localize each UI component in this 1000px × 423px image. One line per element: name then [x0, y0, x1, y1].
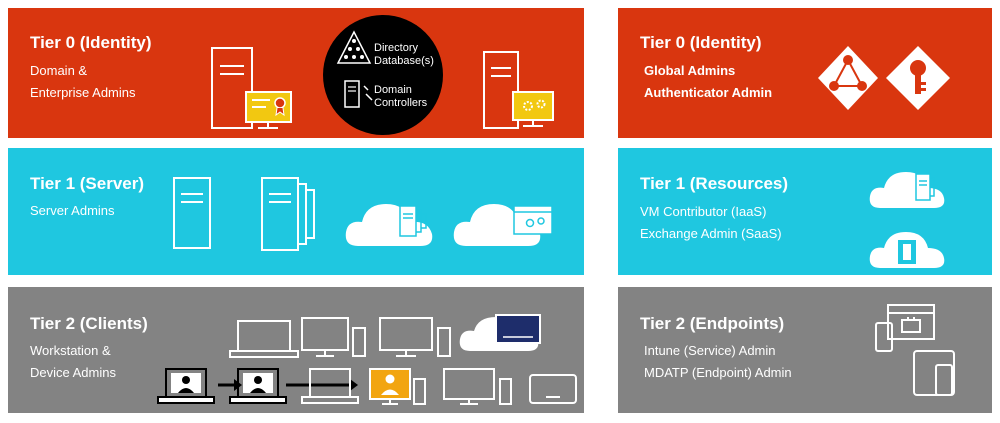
user-desktop-icon	[369, 368, 426, 405]
desktop-monitor-icon	[301, 317, 366, 357]
cloud-app-icon	[453, 204, 553, 246]
cloud-vm-icon	[869, 172, 945, 208]
panel-line: Workstation &	[30, 343, 111, 358]
panel-line: Device Admins	[30, 365, 116, 380]
circle-text: Controllers	[374, 97, 428, 109]
panel-line: Authenticator Admin	[644, 85, 773, 100]
circle-label-controllers: Domain Controllers	[374, 84, 427, 110]
tier0-identity-panel: Tier 0 (Identity) Domain & Enterprise Ad…	[8, 8, 584, 138]
panel-title: Tier 2 (Endpoints)	[640, 314, 785, 333]
laptop-icon	[301, 368, 359, 404]
server-icon	[173, 177, 211, 249]
domain-controller-icon	[344, 80, 373, 108]
laptop-icon	[229, 320, 299, 358]
circle-text: Directory	[374, 42, 419, 54]
panel-line: VM Contributor (IaaS)	[640, 204, 767, 219]
panel-line: Exchange Admin (SaaS)	[640, 226, 782, 241]
cloud-device-icon	[459, 314, 541, 351]
circle-label-directory: Directory Database(s)	[374, 42, 434, 68]
server-stack-icon	[261, 177, 315, 251]
desktop-monitor-icon	[379, 317, 451, 357]
panel-line: Domain &	[30, 63, 88, 78]
desktop-monitor-icon	[443, 368, 512, 405]
tier2-endpoints-panel: Tier 2 (Endpoints) Intune (Service) Admi…	[618, 287, 992, 413]
arrow-right-icon	[286, 379, 358, 391]
admin-laptop-icon	[157, 368, 215, 404]
circle-text: Domain	[374, 84, 412, 96]
tier1-server-panel: Tier 1 (Server) Server Admins	[8, 148, 584, 275]
tier0-identity-cloud-panel: Tier 0 (Identity) Global Admins Authenti…	[618, 8, 992, 138]
intune-management-icon	[875, 304, 935, 352]
cloud-server-icon	[345, 204, 433, 246]
panel-title: Tier 1 (Server)	[30, 174, 145, 193]
cloud-office-icon	[869, 232, 945, 268]
domain-controllers-circle	[323, 15, 443, 135]
panel-title: Tier 2 (Clients)	[30, 314, 148, 333]
tablet-icon	[529, 374, 577, 404]
tier1-resources-panel: Tier 1 (Resources) VM Contributor (IaaS)…	[618, 148, 992, 275]
panel-title: Tier 1 (Resources)	[640, 174, 789, 193]
panel-line: Global Admins	[644, 63, 736, 78]
circle-text: Database(s)	[374, 55, 434, 67]
panel-title: Tier 0 (Identity)	[640, 33, 762, 52]
tier2-clients-panel: Tier 2 (Clients) Workstation & Device Ad…	[8, 287, 584, 413]
azure-ad-icon	[818, 46, 878, 110]
panel-line: Enterprise Admins	[30, 85, 136, 100]
panel-line: Intune (Service) Admin	[644, 343, 776, 358]
panel-title: Tier 0 (Identity)	[30, 33, 152, 52]
server-gears-icon	[483, 51, 554, 129]
panel-line: MDATP (Endpoint) Admin	[644, 365, 792, 380]
key-icon	[886, 46, 950, 110]
tablet-phone-icon	[913, 350, 955, 396]
pki-server-certificate-icon	[211, 47, 292, 129]
directory-database-icon	[336, 30, 372, 64]
admin-laptop-icon	[229, 368, 287, 404]
panel-line: Server Admins	[30, 203, 115, 218]
